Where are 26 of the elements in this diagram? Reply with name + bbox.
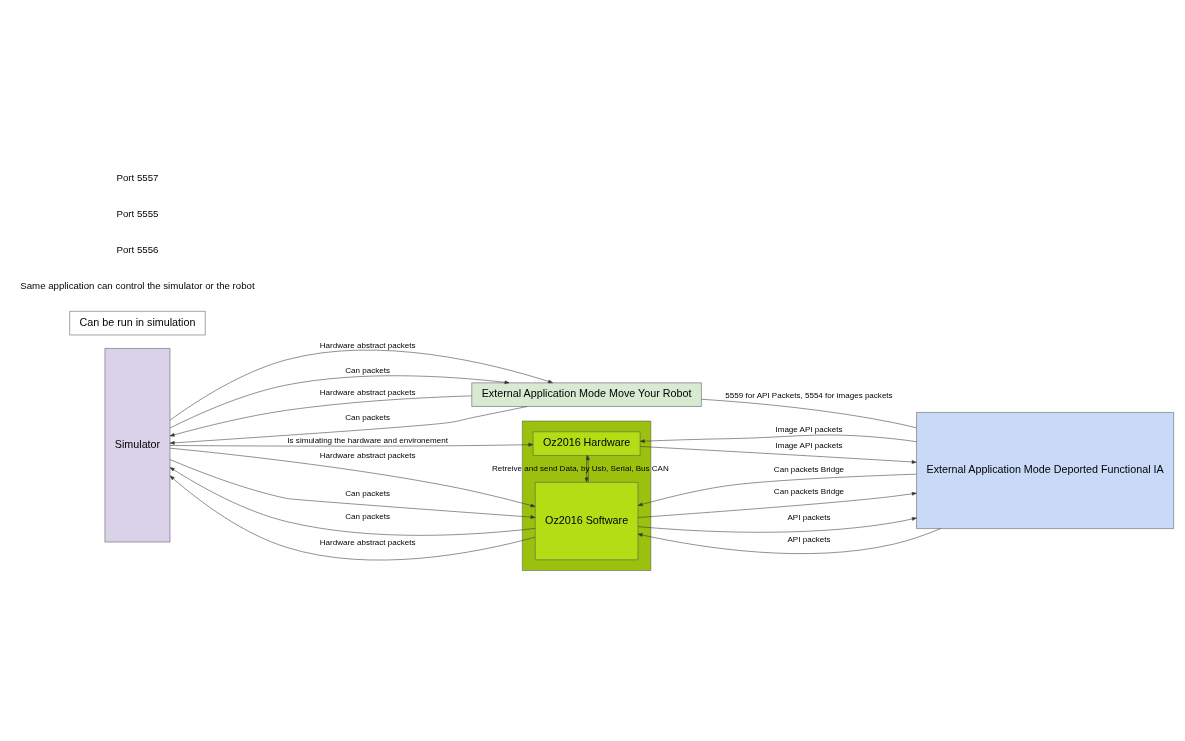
arrow [169,458,536,519]
arrow [637,527,941,554]
node-box: External Application Mode Deported Functional IA [916,411,1174,529]
arrow [169,442,534,446]
cluster [522,420,652,571]
arrow [637,516,917,533]
label: Same application can control the simulator or the robot [20,279,255,291]
label: Port 5556 [116,243,159,255]
arrow [637,473,917,506]
arrow [639,445,917,464]
connector [701,398,917,428]
node-box: Oz2016 Software [534,481,639,560]
node-box: Can be run in simulation [69,310,206,335]
arrow [169,375,510,428]
node-box: Simulator [104,347,171,542]
arrow [169,395,472,436]
arrow [637,491,917,518]
label: Port 5557 [116,171,159,183]
label: Port 5555 [116,207,159,219]
arrow [169,466,536,536]
arrow [169,475,536,560]
arrow [169,405,528,445]
arrow [169,447,536,507]
node-box: Oz2016 Hardware [532,431,641,456]
arrow [169,349,553,420]
arrow [639,434,917,443]
